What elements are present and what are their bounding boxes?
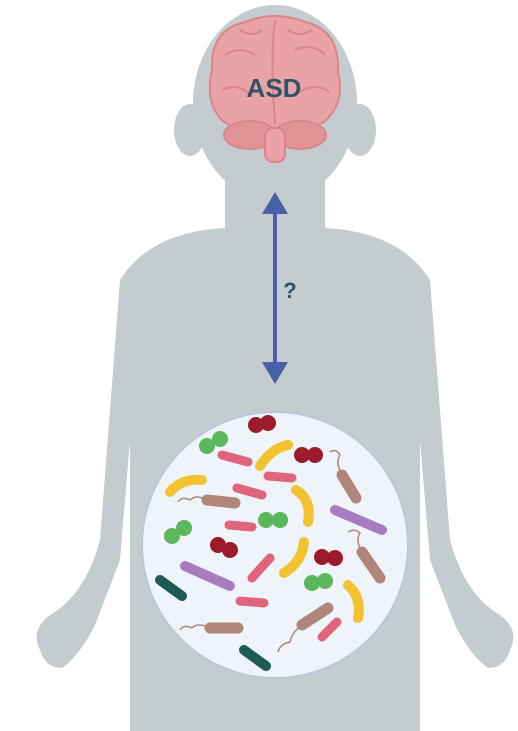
- brain-label: ASD: [247, 73, 302, 103]
- gut-microbiome-icon: [142, 412, 408, 678]
- brain-icon: ASD: [210, 16, 340, 162]
- connection-label: ?: [283, 278, 296, 303]
